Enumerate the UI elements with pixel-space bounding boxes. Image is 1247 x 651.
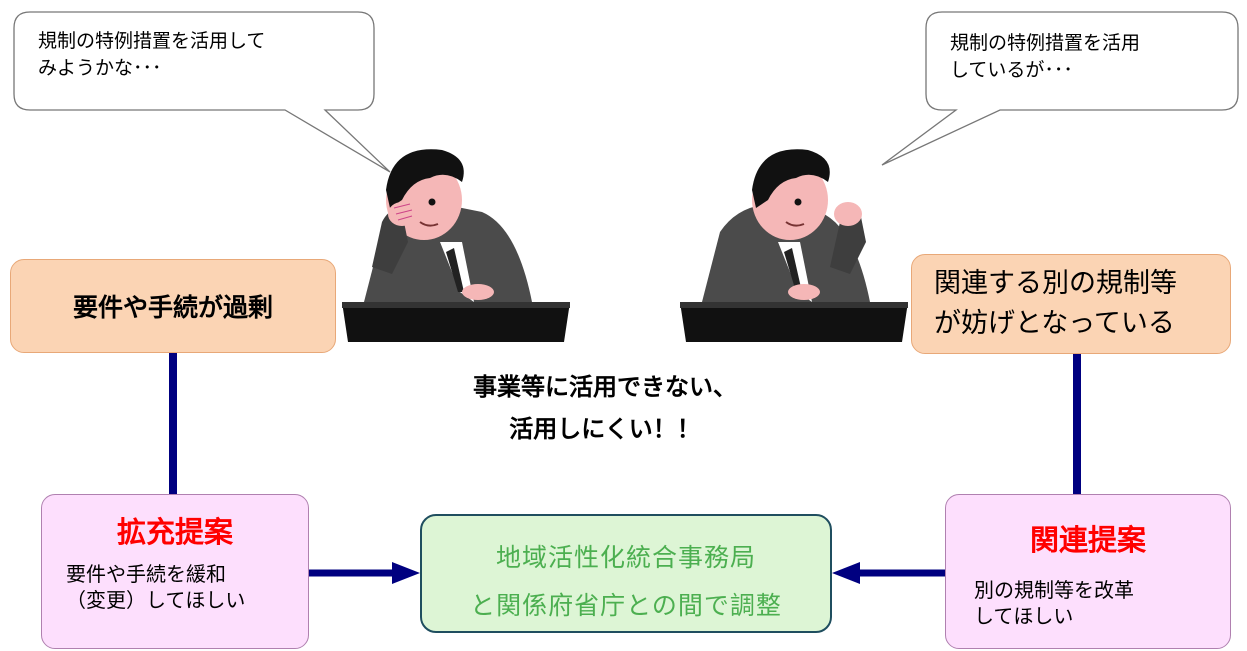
coordination-line2: と関係府省庁との間で調整 [470,591,782,620]
problem-excessive-requirements-label: 要件や手続が過剰 [72,293,273,322]
related-proposal-description: 別の規制等を改革 してほしい [974,578,1134,628]
central-message: 事業等に活用できない、 活用しにくい！！ [473,373,737,443]
worried-businessman-right-illustration [680,149,908,342]
speech-bubble-left [13,11,391,173]
problem-related-regulations-line2: が妨げとなっている [934,308,1175,339]
speech-bubble-right [881,11,1239,166]
coordination-box: 地域活性化統合事務局 と関係府省庁との間で調整 [420,514,832,633]
problem-box-related-regulations: 関連する別の規制等 が妨げとなっている [911,254,1231,354]
worried-businessman-left-illustration [342,149,570,342]
problem-related-regulations-line1: 関連する別の規制等 [934,268,1177,299]
expansion-proposal-title: 拡充提案 [116,515,233,549]
arrow-right-head [832,562,860,584]
expansion-proposal-description: 要件や手続を緩和 （変更）してほしい [66,562,246,612]
related-proposal-box: 関連提案 別の規制等を改革 してほしい [945,494,1231,649]
speech-bubble-left-text: 規制の特例措置を活用して みようかな･･･ [38,30,266,79]
related-proposal-title: 関連提案 [1029,523,1146,557]
coordination-line1: 地域活性化統合事務局 [495,543,756,572]
arrow-left-head [392,562,420,584]
problem-box-excessive-requirements: 要件や手続が過剰 [10,259,336,353]
speech-bubble-right-text: 規制の特例措置を活用 しているが･･･ [950,32,1141,81]
expansion-proposal-box: 拡充提案 要件や手続を緩和 （変更）してほしい [41,494,309,649]
